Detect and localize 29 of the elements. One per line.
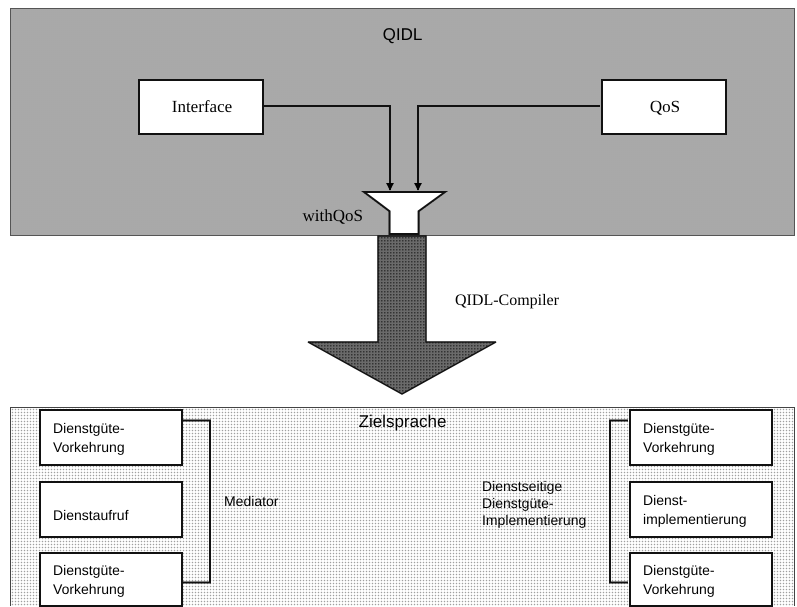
box-label: Dienstaufruf xyxy=(53,506,128,524)
panel xyxy=(10,407,795,606)
bracket-line xyxy=(609,420,628,584)
box-label: Dienstgüte- Vorkehrung xyxy=(53,561,126,598)
arrow xyxy=(414,105,600,191)
box-label: Interface xyxy=(172,96,232,118)
edge-label: Mediator xyxy=(224,493,280,510)
panel-title: QIDL xyxy=(382,25,422,45)
process-box xyxy=(39,409,183,466)
process-box xyxy=(629,481,773,538)
box-label: Dienstgüte- Vorkehrung xyxy=(53,419,126,456)
bracket-line xyxy=(182,420,211,584)
box-label: Dienst- implementierung xyxy=(643,491,748,528)
box-label: Dienstgüte- Vorkehrung xyxy=(643,561,716,598)
process-box xyxy=(601,79,727,135)
edge-label: Dienstseitige Dienstgüte- Implementierung xyxy=(482,478,588,528)
arrow xyxy=(263,105,394,191)
box-label: Dienstgüte- Vorkehrung xyxy=(643,419,716,456)
panel-title: Zielsprache xyxy=(358,412,446,432)
panel xyxy=(10,8,795,236)
edge-label: QIDL-Compiler xyxy=(455,291,560,310)
node-caption: withQoS xyxy=(302,206,363,226)
process-box xyxy=(39,481,183,538)
process-box xyxy=(629,409,773,466)
box-label: QoS xyxy=(650,96,680,118)
process-box xyxy=(629,552,773,607)
process-box xyxy=(39,552,183,607)
process-box xyxy=(138,79,264,135)
block-arrow xyxy=(307,235,497,395)
